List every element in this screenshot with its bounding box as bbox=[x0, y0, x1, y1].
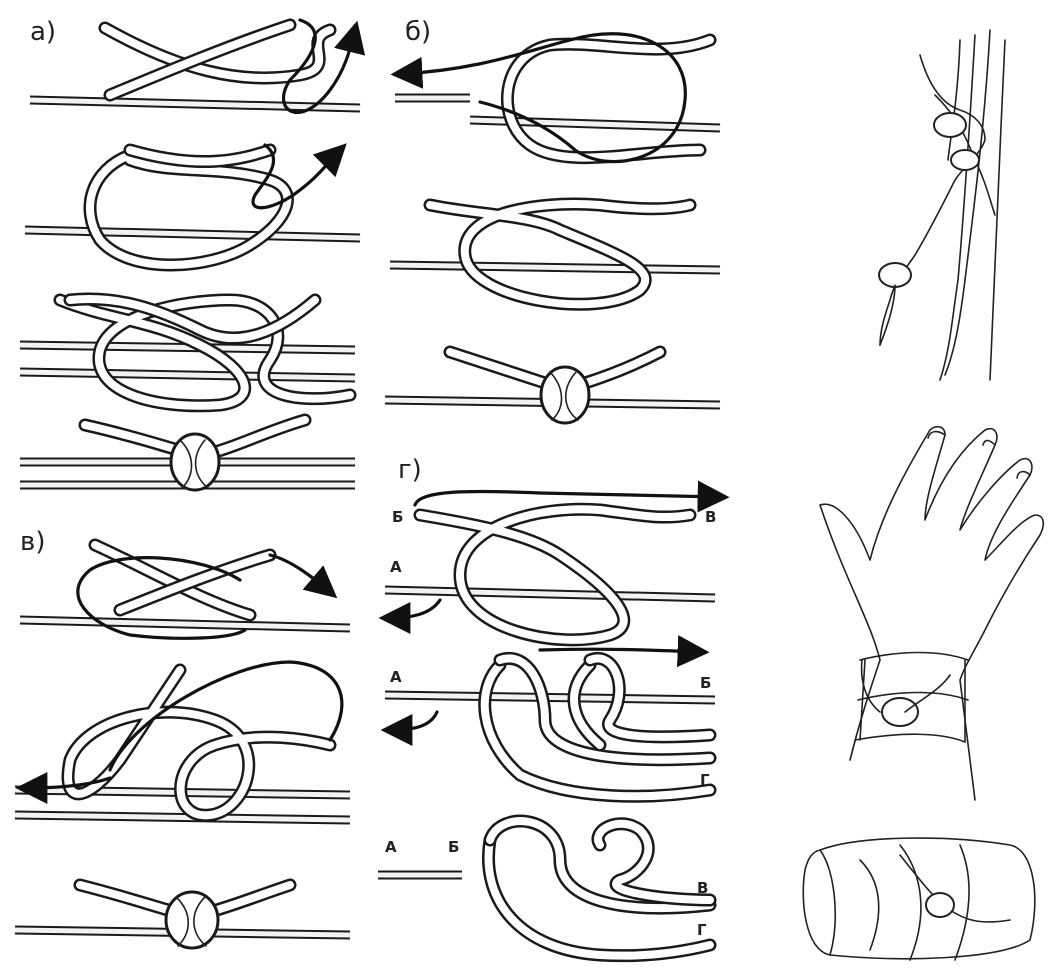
panel-v-label: в) bbox=[20, 527, 45, 557]
panel-v: в) bbox=[15, 527, 350, 948]
panel-v-step-1 bbox=[20, 545, 350, 638]
panel-g-step-1: Б В А bbox=[385, 491, 720, 639]
end-label-a2: А bbox=[390, 668, 402, 686]
panel-b-label: б) bbox=[405, 17, 431, 47]
end-label-g3: Г bbox=[697, 921, 707, 939]
panel-b-step-2 bbox=[390, 204, 720, 304]
rope-knot-illustration bbox=[879, 30, 1005, 380]
panel-a-step-4 bbox=[20, 420, 355, 490]
panel-a: а) bbox=[20, 17, 360, 490]
panel-a-step-3 bbox=[20, 299, 355, 406]
panel-b-step-1 bbox=[395, 34, 720, 162]
panel-g-step-2: А Б В Г bbox=[385, 649, 715, 796]
hand-bandage-illustration bbox=[820, 427, 1043, 800]
panel-a-step-2 bbox=[25, 145, 360, 265]
panel-g: г) Б В А А Б В Г А bbox=[378, 455, 720, 956]
panel-v-step-2 bbox=[15, 662, 350, 820]
end-label-a3: А bbox=[385, 838, 397, 856]
panel-a-label: а) bbox=[30, 17, 56, 47]
panel-b-step-3 bbox=[385, 352, 720, 423]
end-label-b2: Б bbox=[700, 674, 711, 692]
end-label-b3: Б bbox=[448, 838, 459, 856]
end-label-a1: А bbox=[390, 558, 402, 576]
panel-a-step-1 bbox=[30, 20, 360, 112]
panel-b: б) bbox=[385, 17, 720, 423]
end-label-v1: В bbox=[705, 508, 716, 526]
panel-g-step-3: А Б В Г bbox=[378, 821, 710, 956]
bundle-tied-illustration bbox=[803, 838, 1035, 960]
end-label-b1: Б bbox=[392, 508, 403, 526]
panel-v-step-3 bbox=[15, 885, 350, 948]
panel-g-label: г) bbox=[398, 455, 422, 485]
